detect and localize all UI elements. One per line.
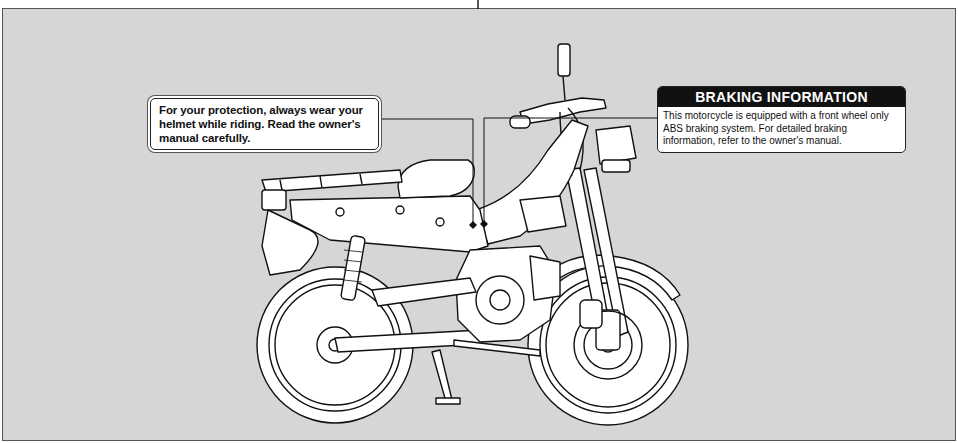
label-heading: BRAKING INFORMATION — [658, 87, 905, 107]
label-text: For your protection, always wear your he… — [159, 103, 372, 145]
braking-information-label: BRAKING INFORMATIONThis motorcycle is eq… — [657, 86, 906, 153]
helmet-warning-label: For your protection, always wear your he… — [150, 98, 379, 150]
label-text: This motorcycle is equipped with a front… — [658, 107, 905, 152]
